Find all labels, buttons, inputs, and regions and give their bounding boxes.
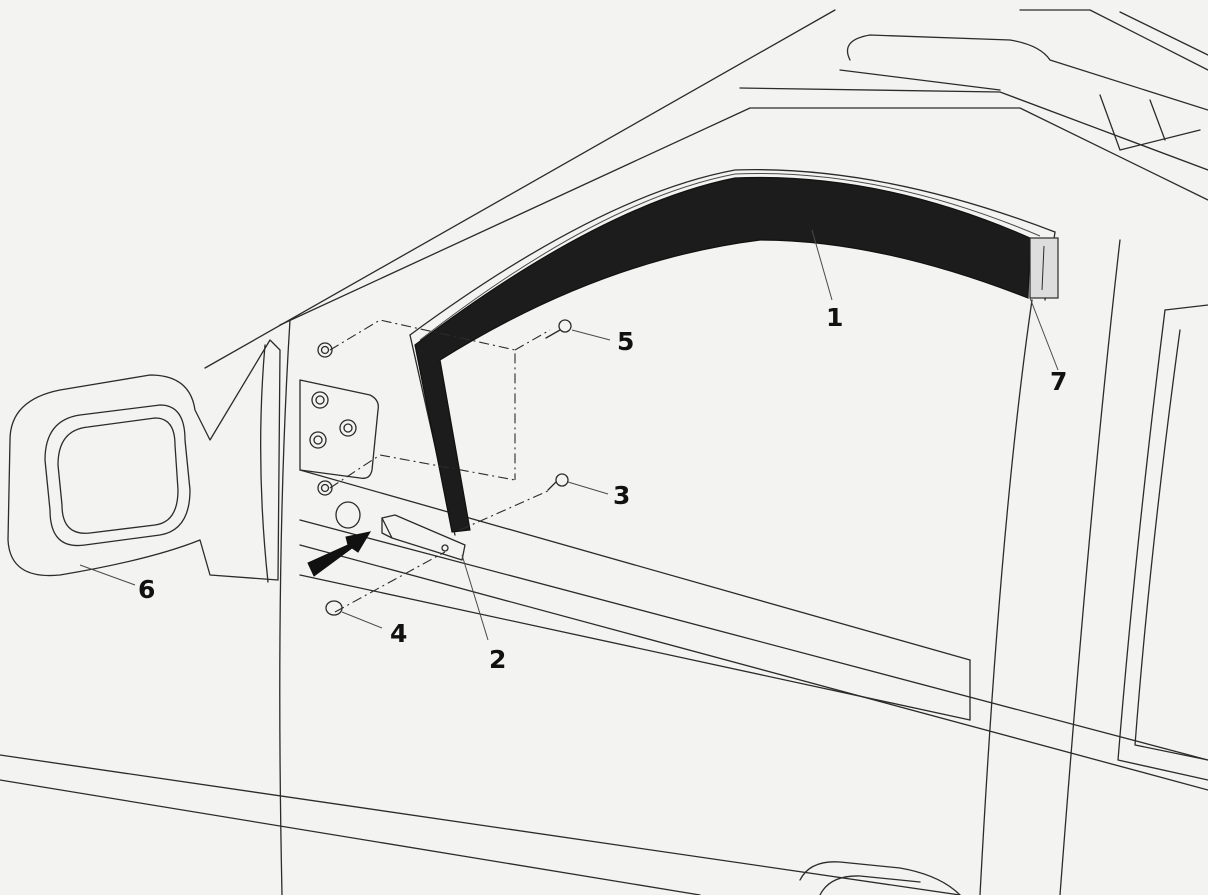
nut-4 <box>325 600 343 616</box>
callout-6: 6 <box>138 575 155 604</box>
car-body-outline <box>0 9 1208 895</box>
grommet <box>335 501 361 529</box>
callouts: 1 2 3 4 5 6 7 <box>138 303 1067 674</box>
callout-5: 5 <box>617 327 634 356</box>
callout-2: 2 <box>489 645 506 674</box>
clip <box>381 514 466 561</box>
screw-3 <box>547 473 569 491</box>
callout-4: 4 <box>390 619 407 648</box>
assembly-lines <box>329 319 551 613</box>
arrow-right-icon <box>307 531 372 577</box>
end-cap <box>1029 237 1059 299</box>
leader-lines <box>79 229 1059 641</box>
callout-3: 3 <box>613 481 630 510</box>
deflector-strip <box>414 176 1031 533</box>
mirror-mount-plate <box>299 342 379 496</box>
callout-1: 1 <box>826 303 843 332</box>
wind-deflector <box>414 173 1041 533</box>
callout-7: 7 <box>1050 367 1067 396</box>
screw-5 <box>545 319 572 339</box>
side-mirror <box>7 339 281 583</box>
